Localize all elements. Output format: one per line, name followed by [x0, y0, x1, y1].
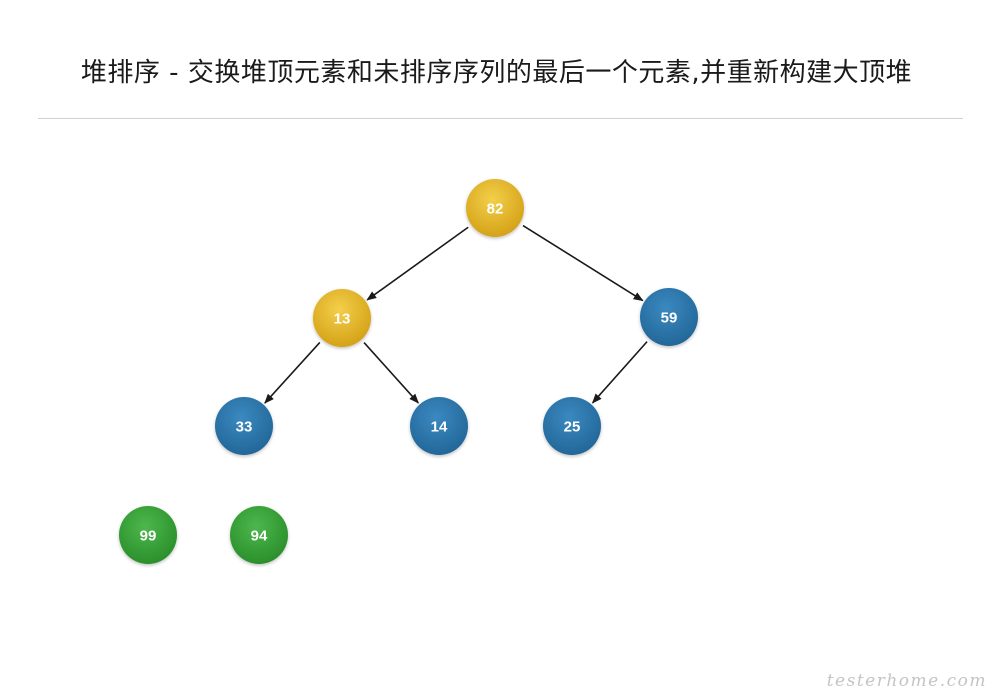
heap-node-label: 82 — [487, 201, 504, 218]
heap-node-13: 13 — [313, 289, 371, 347]
sorted-node-94: 94 — [230, 506, 288, 564]
sorted-node-circle — [230, 506, 288, 564]
heap-node-circle — [466, 179, 524, 237]
page-title: 堆排序 - 交换堆顶元素和未排序序列的最后一个元素,并重新构建大顶堆 — [80, 58, 913, 88]
heap-node-59: 59 — [640, 288, 698, 346]
title-divider — [38, 118, 963, 119]
heap-node-25: 25 — [543, 397, 601, 455]
heap-node-circle — [313, 289, 371, 347]
edge-82-to-13 — [366, 226, 469, 301]
edge-13-to-33 — [264, 341, 321, 404]
watermark: testerhome.com — [826, 671, 987, 691]
heap-node-label: 25 — [564, 419, 581, 436]
heap-node-circle — [543, 397, 601, 455]
sorted-node-label: 99 — [140, 528, 157, 545]
heap-node-label: 59 — [661, 310, 678, 327]
sorted-node-circle — [119, 506, 177, 564]
edges-layer — [264, 224, 648, 404]
nodes-layer: 82 13 59 33 14 25 — [215, 179, 698, 455]
heap-node-82: 82 — [466, 179, 524, 237]
heap-node-circle — [640, 288, 698, 346]
heap-node-circle — [215, 397, 273, 455]
edge-82-to-59 — [522, 224, 644, 302]
sorted-node-label: 94 — [251, 528, 268, 545]
heap-node-14: 14 — [410, 397, 468, 455]
heap-node-label: 33 — [236, 419, 253, 436]
sorted-node-99: 99 — [119, 506, 177, 564]
heap-node-circle — [410, 397, 468, 455]
sorted-nodes-layer: 99 94 — [119, 506, 288, 564]
heap-node-33: 33 — [215, 397, 273, 455]
heap-node-label: 13 — [334, 311, 351, 328]
edge-59-to-25 — [591, 341, 648, 404]
edge-13-to-14 — [363, 342, 419, 404]
heap-node-label: 14 — [431, 419, 448, 436]
